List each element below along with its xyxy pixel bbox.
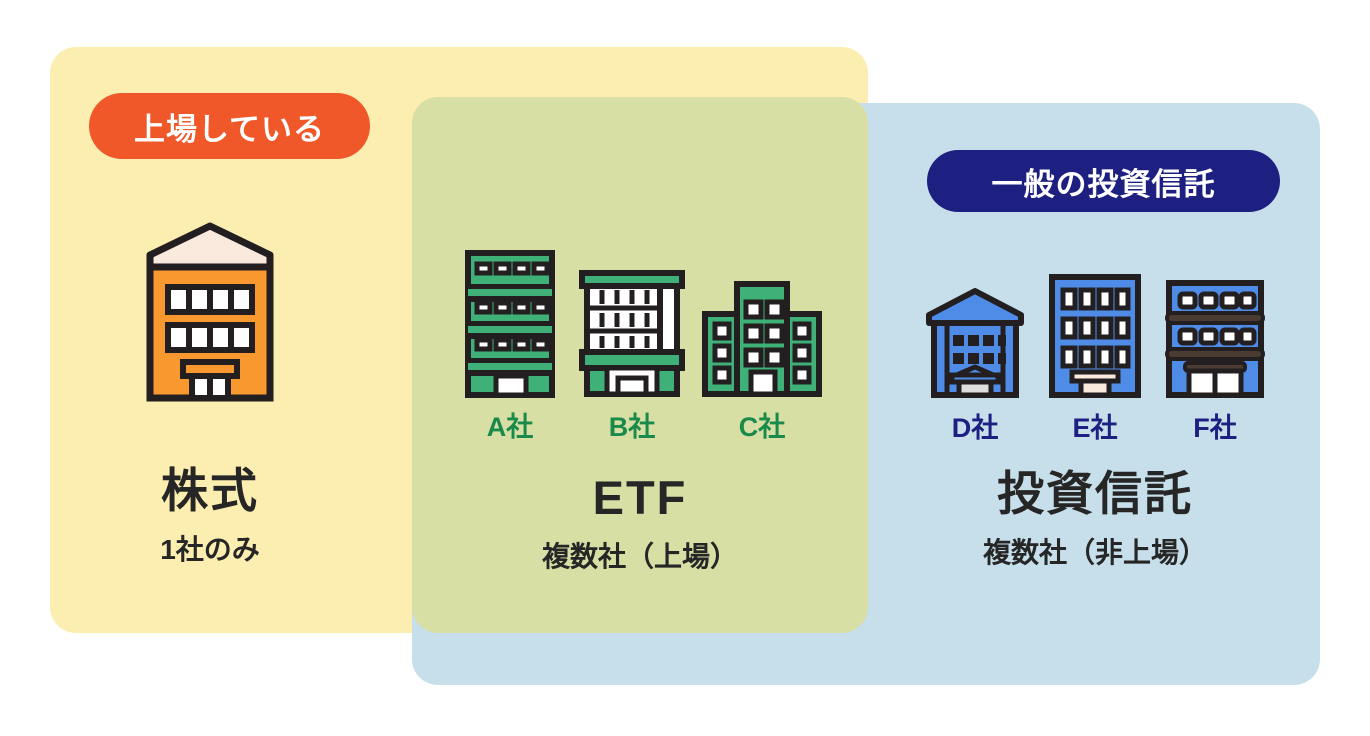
stock-subtitle: 1社のみ — [160, 534, 260, 565]
building-icon-company-e — [1049, 274, 1141, 398]
building-icon-company-b — [579, 270, 685, 397]
etf-title: ETF — [592, 471, 688, 524]
caption-company-b: B社 — [608, 412, 656, 442]
caption-company-f: F社 — [1193, 413, 1237, 443]
column-stock: 株式 1社のみ — [50, 215, 370, 564]
caption-company-d: D社 — [951, 413, 999, 443]
trust-company-e — [1035, 271, 1155, 403]
trust-caption-row: D社 E社 F社 — [880, 415, 1310, 442]
caption-company-c: C社 — [738, 412, 786, 442]
building-icon-company-a — [465, 250, 555, 398]
etf-building-group — [412, 245, 868, 400]
etf-company-c — [694, 278, 830, 400]
trust-building-group — [880, 258, 1310, 403]
trust-company-d — [915, 285, 1035, 403]
etf-caption-row: A社 B社 C社 — [412, 414, 868, 441]
building-icon-stock — [146, 222, 274, 402]
etf-company-b — [570, 268, 694, 400]
badge-general-investment-trust: 一般の投資信託 — [927, 150, 1280, 212]
etf-company-a — [450, 248, 570, 400]
column-etf: A社 B社 C社 ETF 複数社（上場） — [412, 245, 868, 571]
building-icon-company-d — [926, 288, 1024, 398]
stock-title: 株式 — [161, 464, 259, 517]
etf-subtitle: 複数社（上場） — [541, 541, 738, 572]
building-icon-company-f — [1165, 280, 1265, 398]
caption-company-e: E社 — [1072, 413, 1118, 443]
trust-title: 投資信託 — [997, 467, 1193, 520]
badge-listed: 上場している — [89, 93, 370, 159]
caption-company-a: A社 — [486, 412, 534, 442]
trust-company-f — [1155, 277, 1275, 403]
stock-building-group — [50, 215, 370, 405]
building-icon-company-c — [702, 281, 822, 397]
trust-subtitle: 複数社（非上場） — [982, 537, 1207, 568]
column-investment-trust: D社 E社 F社 投資信託 複数社（非上場） — [880, 258, 1310, 567]
